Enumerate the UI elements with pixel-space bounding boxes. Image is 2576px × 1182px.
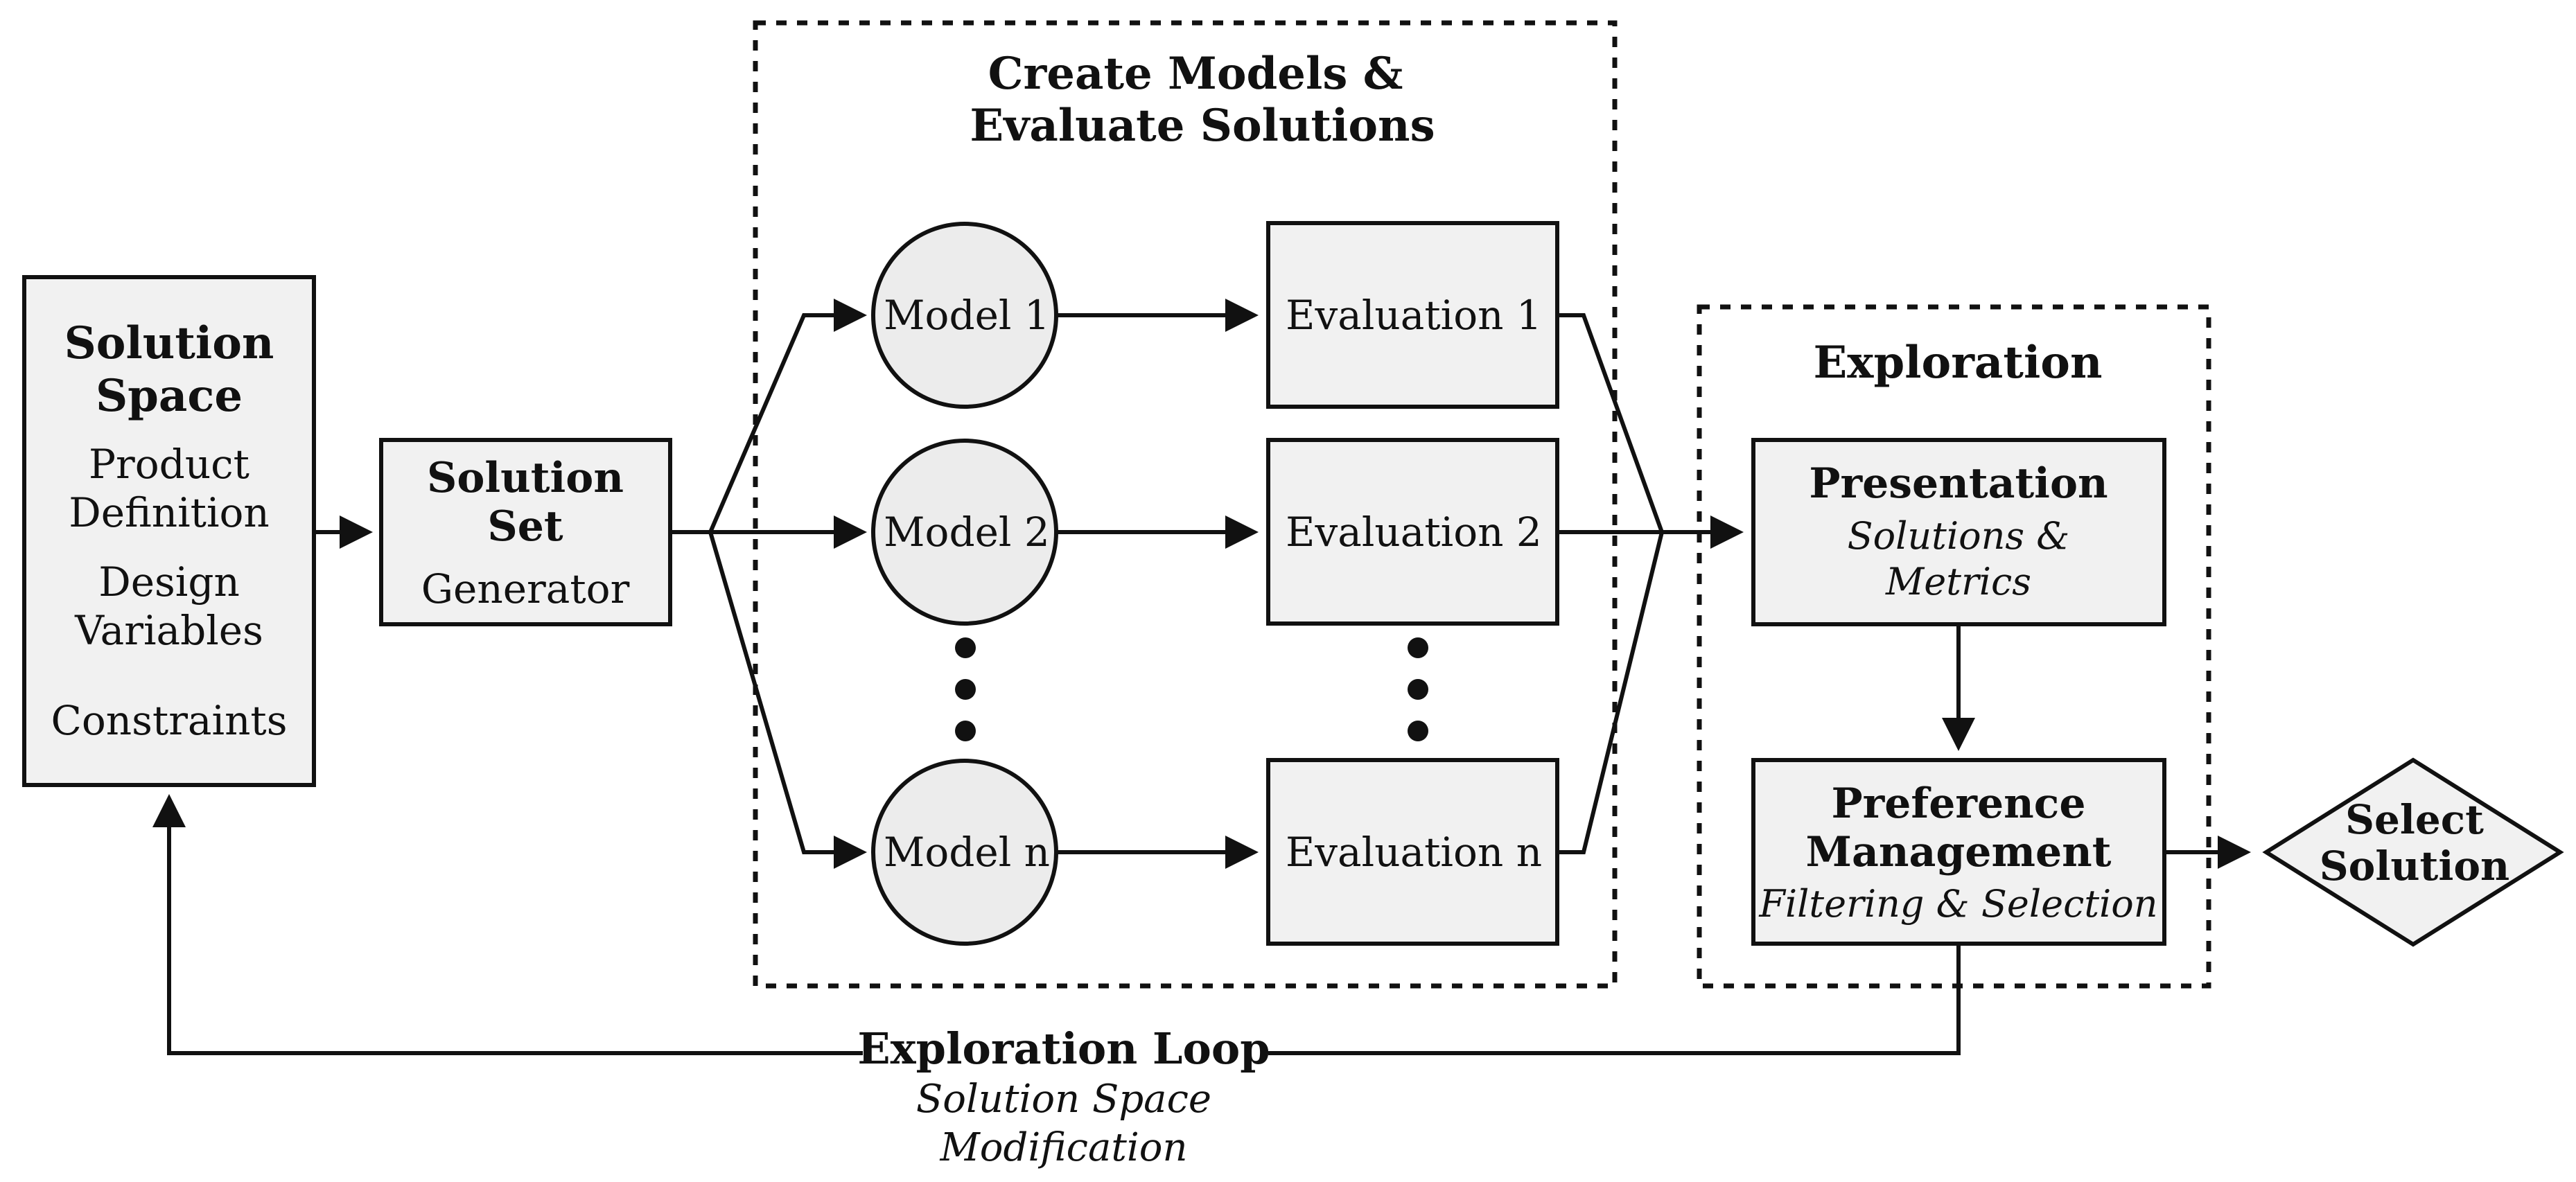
exploration-loop-sub-line-2: Modification — [939, 1125, 1187, 1170]
evaluation-1-box — [1266, 221, 1559, 409]
arrow-to-model-n — [708, 531, 867, 869]
exploration-loop-line-right — [1268, 944, 1961, 1055]
models-group-border — [753, 20, 1618, 989]
preference-title-line-2: Management — [1806, 828, 2112, 876]
exploration-loop-arrow-left — [152, 794, 863, 1055]
exploration-group-title: Exploration — [1814, 337, 2103, 389]
models-group-title-line-1: Create Models & — [988, 48, 1403, 100]
evaluations-ellipsis-dot — [1408, 679, 1428, 700]
product-definition-line-1: Product — [89, 441, 249, 488]
select-solution-diamond — [2262, 757, 2564, 947]
select-solution-line-2: Solution — [2320, 843, 2509, 890]
arrow-to-model-1 — [708, 299, 867, 533]
evaluations-ellipsis-dot — [1408, 721, 1428, 741]
preference-sub: Filtering & Selection — [1758, 882, 2157, 926]
design-variables-line-2: Variables — [74, 607, 263, 654]
evaluation-2-label: Evaluation 2 — [1286, 509, 1542, 556]
exploration-loop-sub-line-1: Solution Space — [916, 1077, 1211, 1122]
solution-set-box — [379, 438, 672, 626]
connector-evaluation-1-out — [1557, 313, 1664, 533]
exploration-group-border — [1697, 304, 2211, 989]
evaluation-1-label: Evaluation 1 — [1286, 292, 1542, 339]
constraints-label: Constraints — [51, 697, 287, 744]
models-ellipsis-dot — [955, 721, 976, 741]
product-definition-line-2: Definition — [69, 489, 270, 536]
preference-title-line-1: Preference — [1831, 779, 2085, 828]
models-ellipsis-dot — [955, 679, 976, 700]
model-2-label: Model 2 — [884, 509, 1050, 556]
solution-set-title-line-1: Solution — [427, 454, 624, 502]
presentation-title: Presentation — [1809, 459, 2108, 508]
presentation-sub-line-1: Solutions & — [1848, 514, 2070, 558]
models-group-title-line-2: Evaluate Solutions — [970, 100, 1435, 152]
model-n-label: Model n — [884, 829, 1050, 876]
solution-space-title-line-1: Solution — [64, 317, 274, 369]
select-solution-line-1: Select — [2345, 796, 2484, 843]
solution-space-title-line-2: Space — [96, 370, 243, 422]
models-ellipsis-dot — [955, 637, 976, 658]
model-1-label: Model 1 — [884, 292, 1050, 339]
evaluations-ellipsis-dot — [1408, 637, 1428, 658]
connector-evaluation-n-out — [1557, 531, 1664, 854]
presentation-sub-line-2: Metrics — [1885, 560, 2031, 603]
evaluation-n-label: Evaluation n — [1286, 829, 1542, 876]
solution-space-box — [22, 275, 316, 787]
solution-set-generator-label: Generator — [421, 565, 630, 612]
design-variables-line-1: Design — [98, 558, 240, 606]
exploration-loop-title: Exploration Loop — [857, 1023, 1270, 1074]
solution-set-title-line-2: Set — [487, 502, 563, 551]
